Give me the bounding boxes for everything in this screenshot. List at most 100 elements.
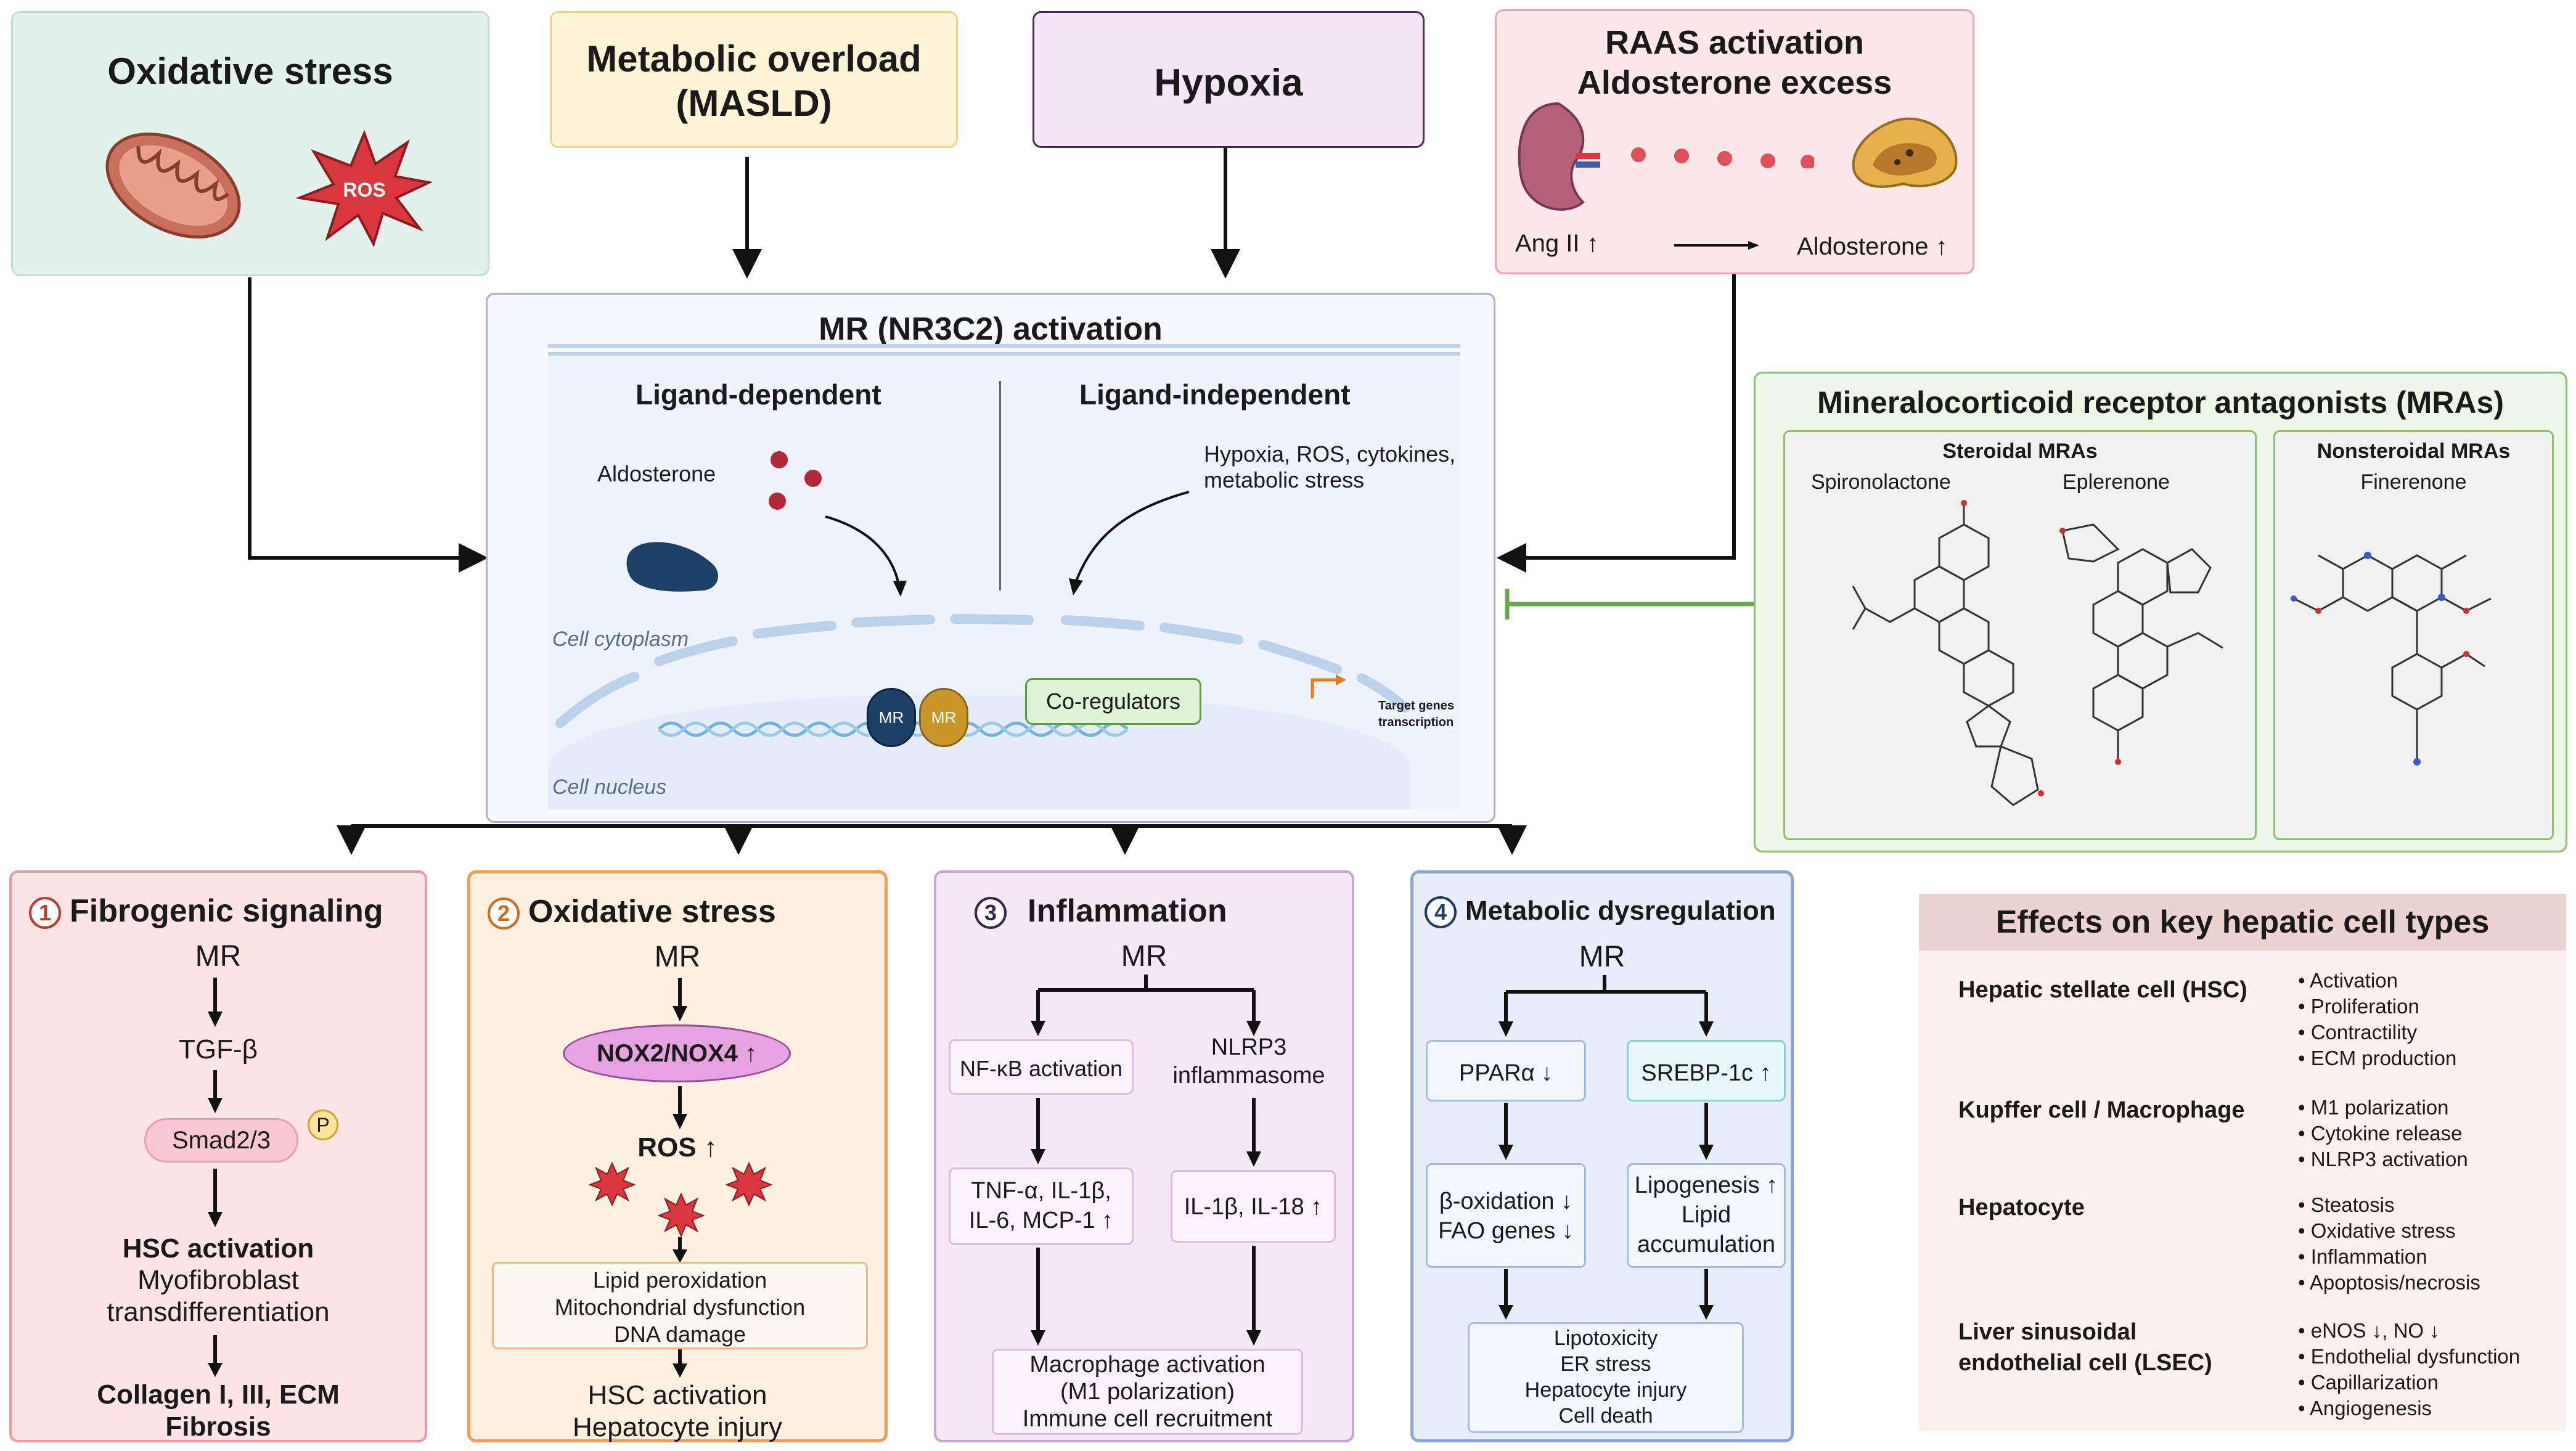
effects-header: Effects on key hepatic cell types [1919,894,2566,950]
nfkb-box: NF-κB activation [949,1039,1134,1095]
effects-title: Effects on key hepatic cell types [1995,904,2490,940]
eplerenone-label: Eplerenone [2063,470,2170,494]
raas-line1: RAAS activation [1605,24,1865,61]
oxid-title-text: Oxidative stress [528,894,776,930]
infl-mac1: Macrophage activation [1029,1352,1266,1378]
effects-item: • ECM production [2298,1047,2457,1069]
oxid-lp2: Mitochondrial dysfunction [554,1294,806,1320]
effects-item: • Activation [2298,969,2398,992]
mra-inhibition-line [1505,589,1754,619]
meta-title-text: Metabolic dysregulation [1465,896,1776,926]
fibro-myo1: Myofibroblast [137,1265,299,1295]
effects-cell-hepatocyte: Hepatocyte [1958,1195,2085,1220]
meta-ppar: PPARα ↓ [1458,1060,1553,1086]
arrow-oxidative-to-mr [248,277,488,573]
effects-item: • Inflammation [2298,1245,2427,1268]
raas-line2: Aldosterone excess [1577,64,1892,101]
ligand-dependent-label: Ligand-dependent [636,378,881,411]
oxid-ros: ROS ↑ [637,1132,718,1163]
meta-out4: Cell death [1558,1404,1653,1428]
divider-line [999,381,1001,591]
oxid-out1: HSC activation [587,1380,767,1410]
aldosterone-molecule [804,470,822,487]
meta-out3: Hepatocyte injury [1524,1378,1687,1402]
fibro-myo2: transdifferentiation [107,1297,330,1327]
effects-item: • Proliferation [2298,995,2419,1018]
nox-ellipse: NOX2/NOX4 ↑ [563,1024,791,1082]
tnf-box: TNF-α, IL-1β, IL-6, MCP-1 ↑ [949,1167,1134,1245]
infl-nlrp2: inflammasome [1172,1063,1325,1089]
step-number-3: 3 [975,897,1007,930]
beta-oxidation-box: β-oxidation ↓ FAO genes ↓ [1426,1163,1586,1268]
mr-receptor-label: MR [931,708,957,727]
step-number-2: 2 [488,897,520,930]
oxid-ros-bursts [588,978,773,1378]
ligand-independent-label: Ligand-independent [1079,378,1351,411]
effects-item: • Cytokine release [2298,1122,2463,1145]
macrophage-box: Macrophage activation (M1 polarization) … [992,1349,1303,1435]
effects-cell-hsc: Hepatic stellate cell (HSC) [1958,977,2247,1003]
cell-nucleus-label: Cell nucleus [552,775,667,799]
srebp-box: SREBP-1c ↑ [1627,1040,1786,1102]
step-number-4: 4 [1425,896,1457,929]
aldosterone-label: Aldosterone [597,461,716,486]
infl-mac2: (M1 polarization) [1060,1379,1235,1405]
co-regulators-label: Co-regulators [1045,689,1181,714]
metabolic-overload-box: Metabolic overload (MASLD) [550,11,958,148]
nucleus-area [548,695,1411,809]
effects-cell-lsec-line2: endothelial cell (LSEC) [1958,1350,2212,1376]
oxid-out2: Hepatocyte injury [573,1412,782,1442]
cell-cytoplasm-label: Cell cytoplasm [552,627,689,651]
ang-ii-label: Ang II ↑ [1515,230,1599,257]
infl-mr: MR [1121,940,1167,973]
cell-illustration [555,451,1410,737]
aldosterone-molecule [771,451,788,468]
meta-out2: ER stress [1560,1352,1651,1376]
meta-arrows [1499,975,1714,1320]
infl-mac3: Immune cell recruitment [1022,1406,1273,1432]
fibro-col: Collagen I, III, ECM [97,1379,340,1410]
mra-title: Mineralocorticoid receptor antagonists (… [1817,385,2504,420]
effects-cell-kupffer: Kupffer cell / Macrophage [1958,1097,2245,1123]
infl-arrows [1031,975,1261,1346]
smad-pill: Smad2/3 [144,1118,298,1163]
infl-tnf2: IL-6, MCP-1 ↑ [968,1208,1114,1233]
effects-panel: Effects on key hepatic cell types Hepati… [1919,894,2566,1431]
adrenal-gland-icon [1852,117,1958,188]
steroid-structures-icon [1852,500,2223,806]
finerenone-structure-icon [2291,552,2492,766]
indep-triggers-line2: metabolic stress [1204,467,1365,493]
steroidal-title: Steroidal MRAs [1942,439,2098,463]
fibro-tgf: TGF-β [179,1034,258,1065]
infl-il: IL-1β, IL-18 ↑ [1184,1194,1323,1220]
phospho-badge: P [308,1110,338,1140]
ros-burst-icon: ROS [296,130,432,247]
infl-tnf1: TNF-α, IL-1β, [971,1178,1111,1204]
oxid-lp3: DNA damage [613,1322,746,1347]
target-genes-line1: Target genes [1378,699,1454,713]
meta-title: 4 Metabolic dysregulation [1425,896,1776,929]
effects-item: • Apoptosis/necrosis [2298,1271,2480,1294]
effects-item: • M1 polarization [2298,1096,2449,1119]
dotted-path-icon [1631,147,1814,168]
nonsteroidal-panel: Nonsteroidal MRAs Finerenone [2273,430,2554,840]
step-number-1: 1 [29,897,61,930]
lipotoxicity-box: Lipotoxicity ER stress Hepatocyte injury… [1468,1322,1744,1433]
oxidative-stress-title: Oxidative stress [107,51,393,92]
target-genes-line2: transcription [1378,716,1454,729]
finerenone-label: Finerenone [2360,470,2467,494]
receptor-shape [626,542,719,592]
nox-label: NOX2/NOX4 ↑ [596,1039,758,1067]
effects-item: • eNOS ↓, NO ↓ [2298,1319,2440,1342]
aldosterone-up-label: Aldosterone ↑ [1797,233,1948,260]
meta-srebp: SREBP-1c ↑ [1641,1060,1772,1086]
kidney-icon [1518,102,1600,211]
effects-item: • Oxidative stress [2298,1219,2456,1242]
aldosterone-molecule [769,493,786,510]
